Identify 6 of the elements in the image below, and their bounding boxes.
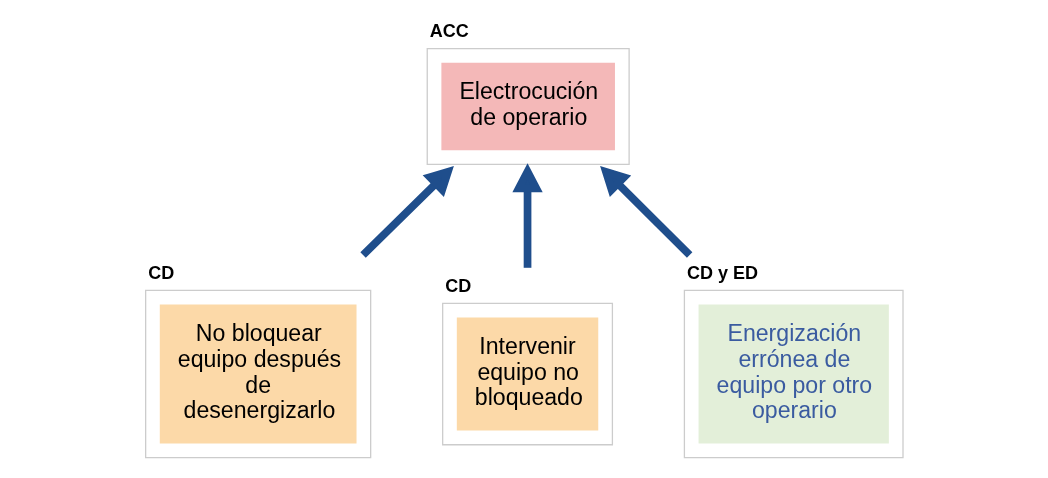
node-label: CD: [445, 275, 472, 296]
node-label: CD: [148, 263, 175, 284]
arrow: [360, 165, 454, 258]
arrow: [600, 165, 693, 258]
node-label: CD y ED: [686, 263, 758, 284]
node-label: ACC: [429, 21, 469, 42]
